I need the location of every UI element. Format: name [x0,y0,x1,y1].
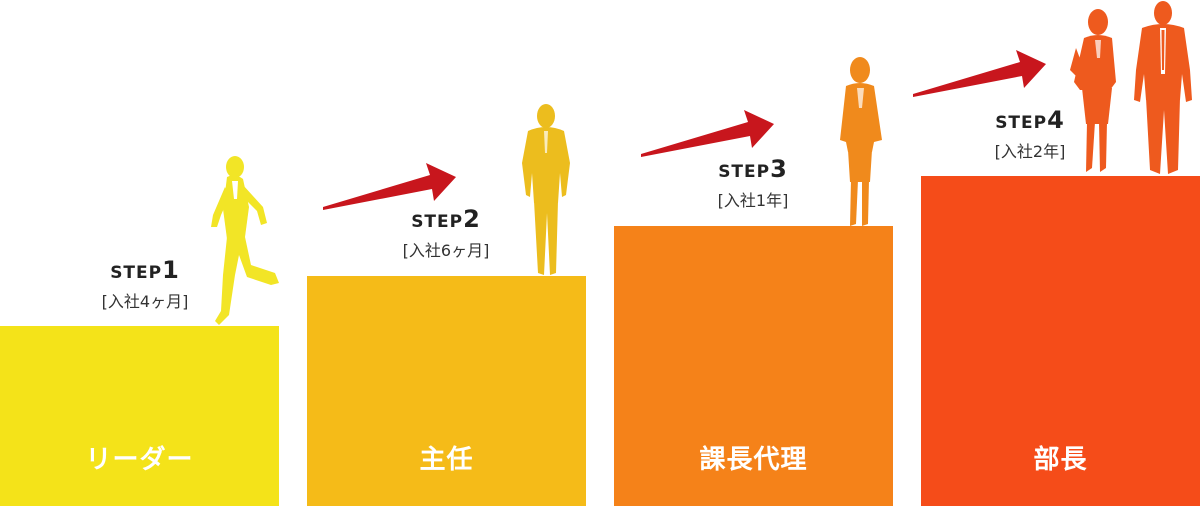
step3-number: 3 [770,155,788,183]
step2-word: STEP [411,212,464,232]
step4-period: [入社2年] [994,142,1066,161]
step4-number: 4 [1047,106,1065,134]
arrow-3-icon [913,50,1046,97]
step3-word: STEP [718,162,771,182]
businesswoman-icon [840,57,882,226]
arrow-2-icon [641,110,774,157]
step2-bar: 主任 [307,276,586,506]
businessman-icon [522,104,570,275]
step1-period: [入社4ヶ月] [101,292,189,311]
step3-label: STEP3 [入社1年] [678,155,828,211]
executive-man-icon [1134,1,1192,174]
step4-bar: 部長 [921,176,1200,506]
executive-woman-icon [1070,9,1116,172]
step1-word: STEP [110,263,163,283]
step4-label: STEP4 [入社2年] [955,106,1105,162]
step1-label: STEP1 [入社4ヶ月] [70,256,220,312]
step2-label: STEP2 [入社6ヶ月] [371,205,521,261]
step4-title: 部長 [1033,445,1088,475]
step1-bar: リーダー [0,326,279,506]
step3-bar: 課長代理 [614,226,893,506]
step2-title: 主任 [419,445,474,475]
step1-title: リーダー [85,445,194,475]
running-woman-icon [211,156,279,325]
step3-period: [入社1年] [717,191,789,210]
step4-word: STEP [995,113,1048,133]
step2-period: [入社6ヶ月] [402,241,490,260]
arrow-1-icon [323,163,456,210]
step2-number: 2 [463,205,481,233]
step1-number: 1 [162,256,180,284]
step3-title: 課長代理 [699,445,808,475]
